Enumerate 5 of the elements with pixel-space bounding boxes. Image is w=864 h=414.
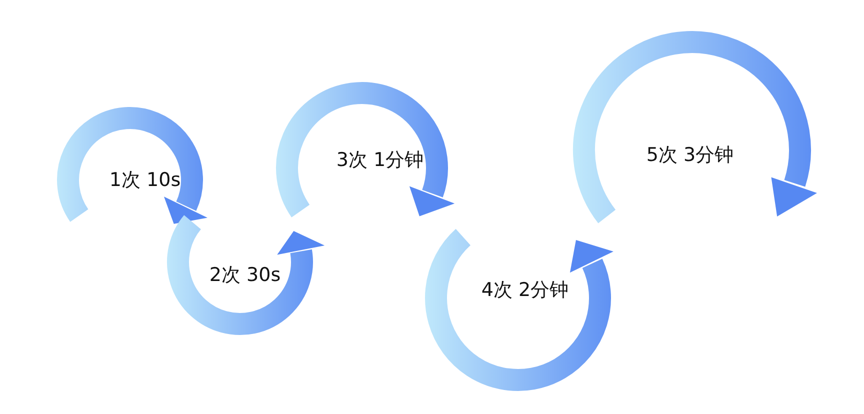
step-label: 4次 2分钟 — [481, 278, 569, 303]
step-label: 2次 30s — [209, 263, 281, 288]
step-label: 1次 10s — [109, 168, 181, 193]
step-label: 3次 1分钟 — [336, 148, 424, 173]
step-label: 5次 3分钟 — [646, 143, 734, 168]
